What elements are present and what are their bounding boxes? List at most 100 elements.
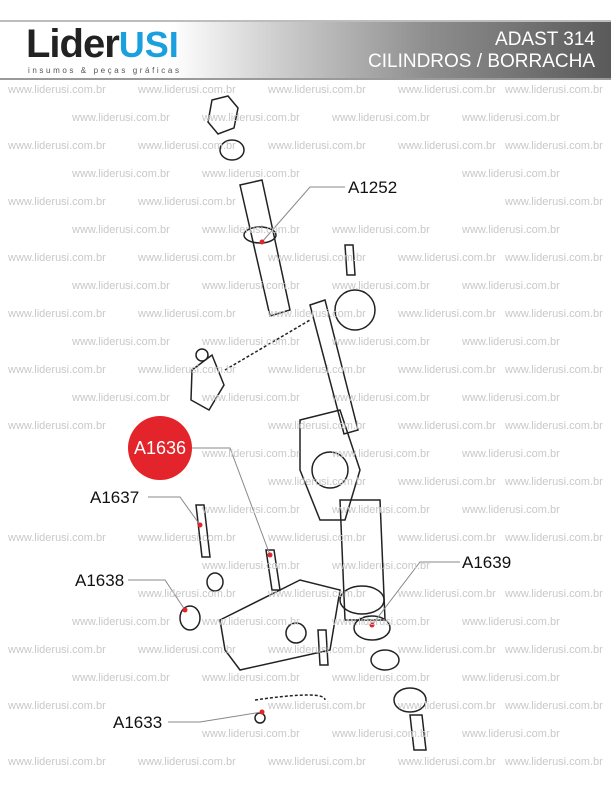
watermark-text: www.liderusi.com.br <box>462 616 560 628</box>
watermark-text: www.liderusi.com.br <box>8 532 106 544</box>
watermark-text: www.liderusi.com.br <box>398 588 496 600</box>
watermark-text: www.liderusi.com.br <box>8 84 106 96</box>
watermark-text: www.liderusi.com.br <box>505 700 603 712</box>
watermark-text: www.liderusi.com.br <box>505 420 603 432</box>
watermark-text: www.liderusi.com.br <box>505 364 603 376</box>
watermark-text: www.liderusi.com.br <box>462 728 560 740</box>
leader-markers <box>182 239 375 715</box>
watermark-text: www.liderusi.com.br <box>505 308 603 320</box>
watermark-text: www.liderusi.com.br <box>462 672 560 684</box>
watermark-text: www.liderusi.com.br <box>138 644 236 656</box>
logo-brand-accent: USI <box>118 24 179 65</box>
watermark-text: www.liderusi.com.br <box>268 532 366 544</box>
logo-wordmark: LiderUSI <box>26 23 179 74</box>
watermark-text: www.liderusi.com.br <box>268 252 366 264</box>
watermark-text: www.liderusi.com.br <box>332 280 430 292</box>
watermark-text: www.liderusi.com.br <box>138 532 236 544</box>
watermark-text: www.liderusi.com.br <box>505 756 603 768</box>
watermark-text: www.liderusi.com.br <box>8 700 106 712</box>
watermark-text: www.liderusi.com.br <box>72 616 170 628</box>
watermark-text: www.liderusi.com.br <box>398 308 496 320</box>
watermark-text: www.liderusi.com.br <box>505 476 603 488</box>
watermark-text: www.liderusi.com.br <box>268 420 366 432</box>
watermark-text: www.liderusi.com.br <box>202 336 300 348</box>
watermark-text: www.liderusi.com.br <box>72 280 170 292</box>
watermark-text: www.liderusi.com.br <box>462 336 560 348</box>
watermark-text: www.liderusi.com.br <box>505 84 603 96</box>
watermark-text: www.liderusi.com.br <box>398 644 496 656</box>
watermark-text: www.liderusi.com.br <box>202 224 300 236</box>
watermark-text: www.liderusi.com.br <box>332 504 430 516</box>
watermark-text: www.liderusi.com.br <box>268 700 366 712</box>
watermark-text: www.liderusi.com.br <box>398 700 496 712</box>
part-label-a1638[interactable]: A1638 <box>75 571 125 591</box>
watermark-text: www.liderusi.com.br <box>8 140 106 152</box>
watermark-text: www.liderusi.com.br <box>202 616 300 628</box>
watermark-text: www.liderusi.com.br <box>8 756 106 768</box>
part-label-a1639[interactable]: A1639 <box>462 553 512 573</box>
watermark-text: www.liderusi.com.br <box>268 588 366 600</box>
watermark-text: www.liderusi.com.br <box>398 420 496 432</box>
watermark-text: www.liderusi.com.br <box>462 224 560 236</box>
watermark-text: www.liderusi.com.br <box>462 112 560 124</box>
watermark-text: www.liderusi.com.br <box>268 308 366 320</box>
watermark-text: www.liderusi.com.br <box>398 364 496 376</box>
watermark-text: www.liderusi.com.br <box>462 392 560 404</box>
part-label-a1633[interactable]: A1633 <box>113 713 163 733</box>
watermark-text: www.liderusi.com.br <box>8 644 106 656</box>
watermark-text: www.liderusi.com.br <box>332 448 430 460</box>
watermark-text: www.liderusi.com.br <box>202 392 300 404</box>
watermark-text: www.liderusi.com.br <box>202 280 300 292</box>
watermark-text: www.liderusi.com.br <box>202 504 300 516</box>
watermark-text: www.liderusi.com.br <box>268 84 366 96</box>
watermark-text: www.liderusi.com.br <box>72 168 170 180</box>
watermark-text: www.liderusi.com.br <box>268 364 366 376</box>
watermark-text: www.liderusi.com.br <box>505 644 603 656</box>
watermark-text: www.liderusi.com.br <box>202 728 300 740</box>
watermark-text: www.liderusi.com.br <box>332 728 430 740</box>
leader-lines <box>128 186 460 723</box>
watermark-text: www.liderusi.com.br <box>268 140 366 152</box>
watermark-text: www.liderusi.com.br <box>72 336 170 348</box>
watermark-text: www.liderusi.com.br <box>138 364 236 376</box>
watermark-text: www.liderusi.com.br <box>138 84 236 96</box>
part-label-a1636-highlighted[interactable]: A1636 <box>128 416 192 480</box>
watermark-text: www.liderusi.com.br <box>398 252 496 264</box>
logo-brand-main: Lider <box>26 22 120 66</box>
watermark-text: www.liderusi.com.br <box>332 392 430 404</box>
watermark-text: www.liderusi.com.br <box>398 532 496 544</box>
watermark-text: www.liderusi.com.br <box>8 420 106 432</box>
watermark-text: www.liderusi.com.br <box>268 756 366 768</box>
watermark-text: www.liderusi.com.br <box>332 560 430 572</box>
logo-tagline: insumos & peças gráficas <box>28 66 182 75</box>
watermark-text: www.liderusi.com.br <box>268 644 366 656</box>
watermark-text: www.liderusi.com.br <box>332 616 430 628</box>
watermark-text: www.liderusi.com.br <box>72 672 170 684</box>
part-label-a1637[interactable]: A1637 <box>90 488 140 508</box>
watermark-text: www.liderusi.com.br <box>202 672 300 684</box>
watermark-text: www.liderusi.com.br <box>8 364 106 376</box>
watermark-text: www.liderusi.com.br <box>505 140 603 152</box>
liderusi-logo: LiderUSI insumos & peças gráficas <box>26 23 206 77</box>
part-label-a1252[interactable]: A1252 <box>348 178 398 198</box>
watermark-text: www.liderusi.com.br <box>138 252 236 264</box>
watermark-text: www.liderusi.com.br <box>202 560 300 572</box>
watermark-text: www.liderusi.com.br <box>8 196 106 208</box>
watermark-text: www.liderusi.com.br <box>268 476 366 488</box>
watermark-text: www.liderusi.com.br <box>462 280 560 292</box>
title-section: CILINDROS / BORRACHA <box>368 51 595 72</box>
watermark-text: www.liderusi.com.br <box>332 336 430 348</box>
watermark-text: www.liderusi.com.br <box>8 252 106 264</box>
watermark-text: www.liderusi.com.br <box>72 112 170 124</box>
watermark-text: www.liderusi.com.br <box>462 504 560 516</box>
watermark-text: www.liderusi.com.br <box>505 588 603 600</box>
watermark-text: www.liderusi.com.br <box>505 196 603 208</box>
watermark-text: www.liderusi.com.br <box>332 672 430 684</box>
watermark-text: www.liderusi.com.br <box>332 112 430 124</box>
part-drawings <box>179 95 427 751</box>
watermark-text: www.liderusi.com.br <box>138 308 236 320</box>
watermark-text: www.liderusi.com.br <box>202 448 300 460</box>
watermark-text: www.liderusi.com.br <box>462 448 560 460</box>
watermark-text: www.liderusi.com.br <box>72 392 170 404</box>
